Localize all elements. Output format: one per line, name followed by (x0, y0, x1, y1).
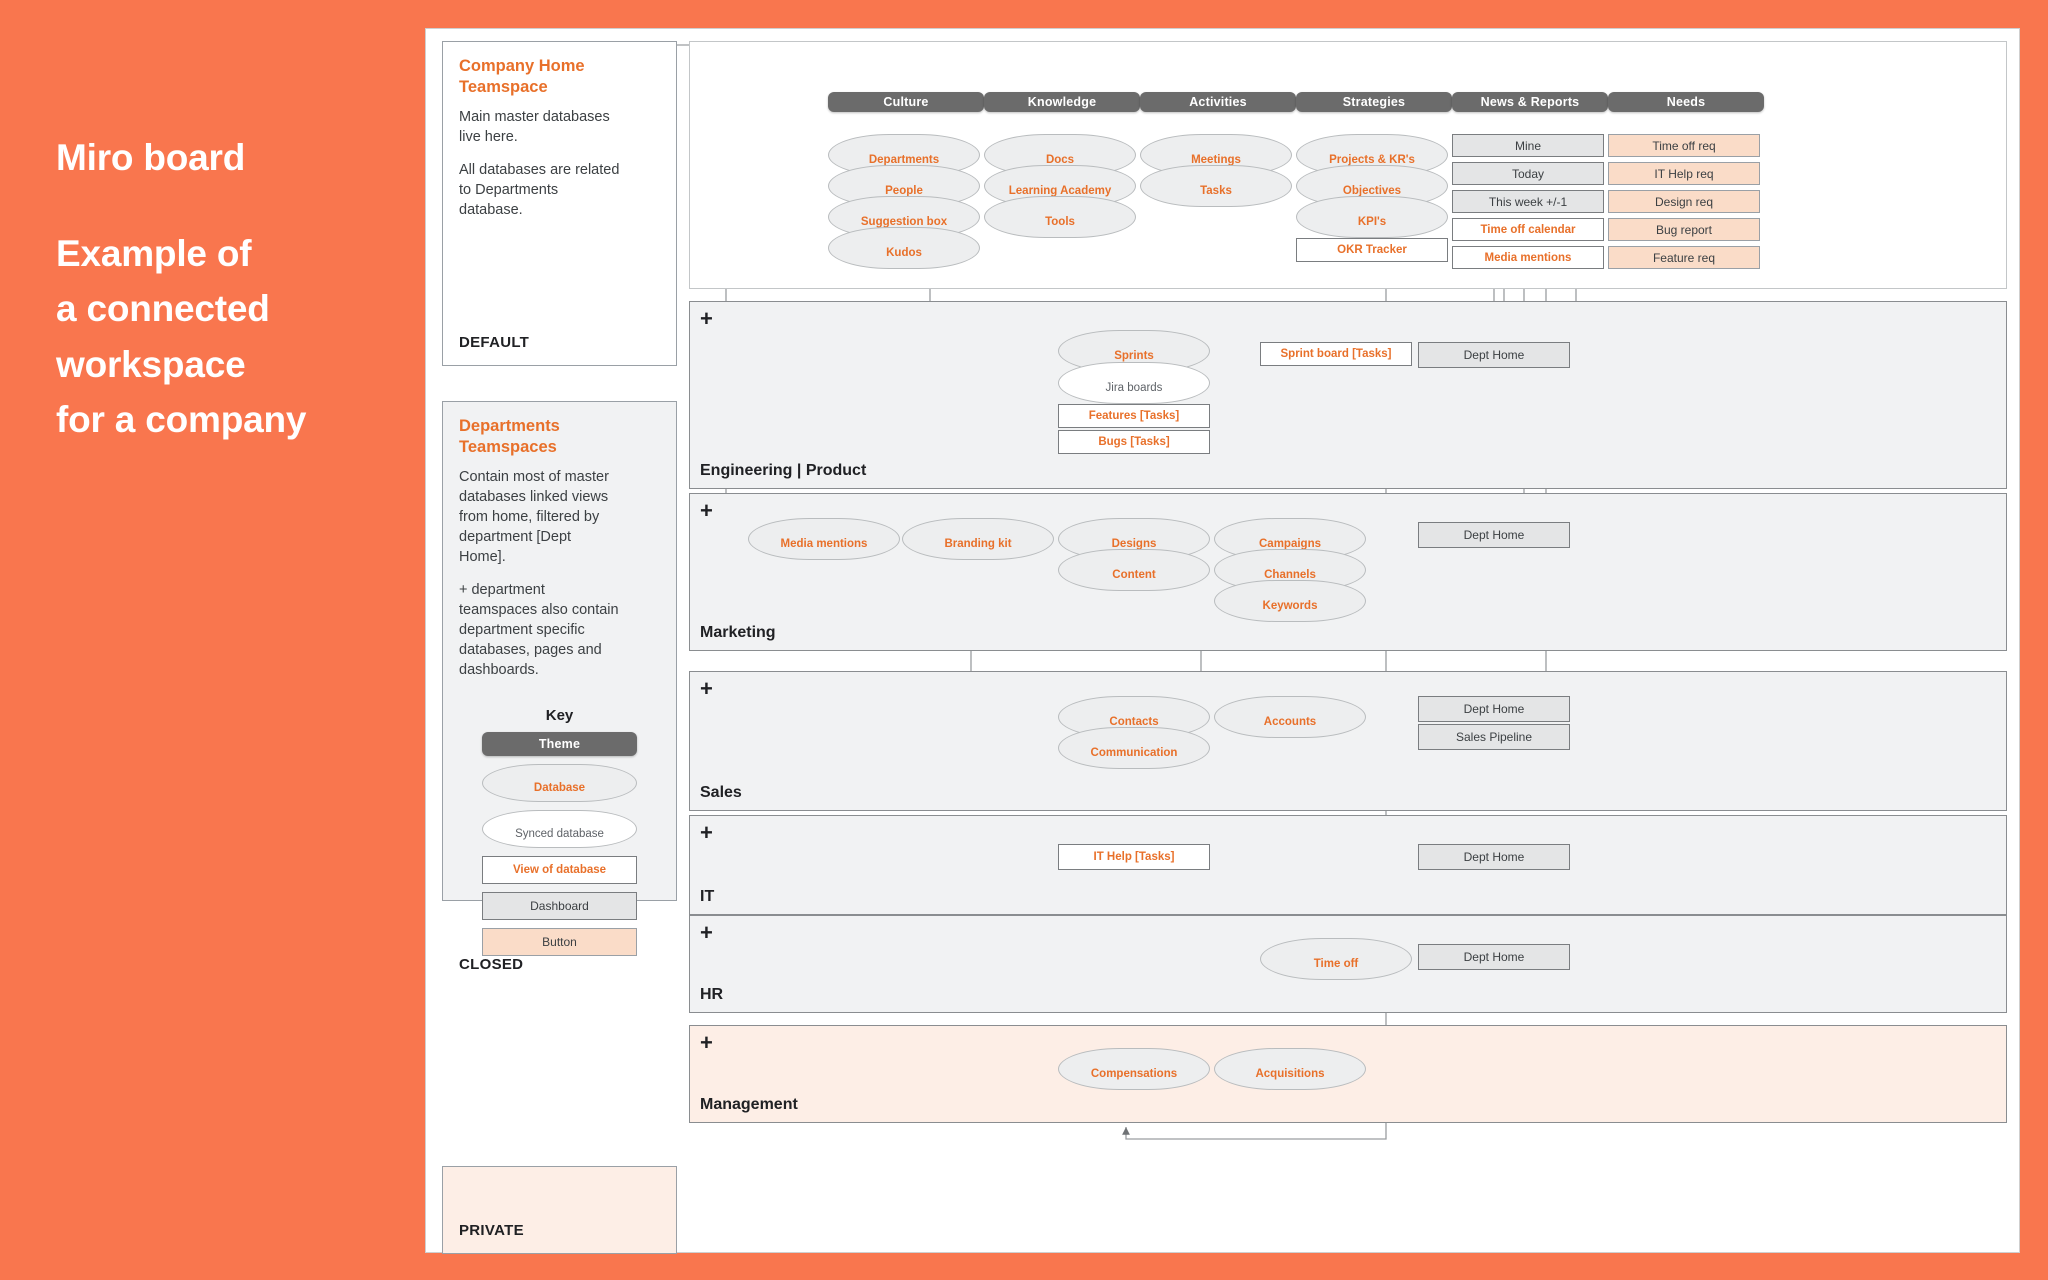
button-bug-report[interactable]: Bug report (1608, 218, 1760, 241)
note-footer-label: CLOSED (459, 956, 524, 974)
note-title: Departments Teamspaces (459, 417, 560, 456)
add-page-button[interactable]: + (700, 676, 713, 701)
theme-strategies[interactable]: Strategies (1296, 92, 1452, 112)
frame-engineering-product[interactable]: + Engineering | Product Sprints Jira boa… (689, 301, 2007, 489)
note-paragraph: Contain most of master databases linked … (459, 469, 609, 566)
view-features-tasks[interactable]: Features [Tasks] (1058, 404, 1210, 428)
frame-hr[interactable]: + HR Time off Dept Home (689, 915, 2007, 1013)
key-heading: Key (545, 707, 574, 725)
headline-line-4: workspace (56, 343, 246, 385)
theme-needs[interactable]: Needs (1608, 92, 1764, 112)
view-bugs-tasks[interactable]: Bugs [Tasks] (1058, 430, 1210, 454)
headline-line-5: for a company (56, 399, 307, 440)
headline-spacer (56, 186, 416, 226)
button-time-off-req[interactable]: Time off req (1608, 134, 1760, 157)
view-time-off-calendar[interactable]: Time off calendar (1452, 218, 1604, 241)
note-footer-label: PRIVATE (459, 1222, 524, 1239)
frame-title: Management (700, 1096, 798, 1113)
note-paragraph: Main master databases live here. (459, 109, 610, 146)
db-kudos[interactable]: Kudos (828, 227, 980, 269)
dashboard-this-week[interactable]: This week +/-1 (1452, 190, 1604, 213)
db-content[interactable]: Content (1058, 549, 1210, 591)
db-media-mentions[interactable]: Media mentions (748, 518, 900, 560)
dashboard-dept-home[interactable]: Dept Home (1418, 844, 1570, 870)
add-page-button[interactable]: + (700, 1030, 713, 1055)
view-it-help-tasks[interactable]: IT Help [Tasks] (1058, 844, 1210, 870)
db-communication[interactable]: Communication (1058, 727, 1210, 769)
headline-line-2: Example of (56, 232, 252, 274)
db-branding-kit[interactable]: Branding kit (902, 518, 1054, 560)
key-item-theme: Theme (482, 732, 637, 757)
frame-title: IT (700, 888, 715, 905)
dashboard-mine[interactable]: Mine (1452, 134, 1604, 157)
theme-activities[interactable]: Activities (1140, 92, 1296, 112)
miro-board-canvas[interactable]: Company Home Teamspace Main master datab… (425, 28, 2020, 1254)
button-it-help-req[interactable]: IT Help req (1608, 162, 1760, 185)
dashboard-dept-home[interactable]: Dept Home (1418, 696, 1570, 722)
dashboard-today[interactable]: Today (1452, 162, 1604, 185)
dashboard-dept-home[interactable]: Dept Home (1418, 944, 1570, 970)
company-home-frame[interactable]: Culture Knowledge Activities Strategies … (689, 41, 2007, 289)
headline-line-3: a connected (56, 288, 270, 329)
db-jira-boards[interactable]: Jira boards (1058, 362, 1210, 404)
view-sprint-board-tasks[interactable]: Sprint board [Tasks] (1260, 342, 1412, 366)
frame-marketing[interactable]: + Marketing Media mentions Branding kit … (689, 493, 2007, 651)
key-item-dashboard: Dashboard (482, 892, 637, 921)
db-time-off[interactable]: Time off (1260, 938, 1412, 980)
frame-it[interactable]: + IT IT Help [Tasks] Dept Home (689, 815, 2007, 915)
db-tools[interactable]: Tools (984, 196, 1136, 238)
note-private[interactable]: PRIVATE (442, 1166, 677, 1254)
add-page-button[interactable]: + (700, 306, 713, 331)
db-keywords[interactable]: Keywords (1214, 580, 1366, 622)
db-accounts[interactable]: Accounts (1214, 696, 1366, 738)
note-company-home-teamspace[interactable]: Company Home Teamspace Main master datab… (442, 41, 677, 366)
key-item-database: Database (482, 764, 637, 803)
db-acquisitions[interactable]: Acquisitions (1214, 1048, 1366, 1090)
view-okr-tracker[interactable]: OKR Tracker (1296, 238, 1448, 262)
theme-news-reports[interactable]: News & Reports (1452, 92, 1608, 112)
key-item-synced-database: Synced database (482, 810, 637, 849)
add-page-button[interactable]: + (700, 498, 713, 523)
dashboard-dept-home[interactable]: Dept Home (1418, 342, 1570, 368)
headline-line-1: Miro board (56, 137, 246, 178)
frame-management[interactable]: + Management Compensations Acquisitions (689, 1025, 2007, 1123)
frame-title: HR (700, 986, 724, 1003)
frame-title: Sales (700, 784, 742, 801)
key-item-button: Button (482, 928, 637, 957)
note-footer-label: DEFAULT (459, 334, 530, 351)
key-legend: Theme Database Synced database View of d… (459, 732, 660, 957)
button-feature-req[interactable]: Feature req (1608, 246, 1760, 269)
dashboard-sales-pipeline[interactable]: Sales Pipeline (1418, 724, 1570, 750)
frame-sales[interactable]: + Sales Contacts Communication Accounts … (689, 671, 2007, 811)
key-item-view-of-database: View of database (482, 856, 637, 885)
dashboard-dept-home[interactable]: Dept Home (1418, 522, 1570, 548)
add-page-button[interactable]: + (700, 820, 713, 845)
note-paragraph: + department teamspaces also contain dep… (459, 582, 619, 679)
button-design-req[interactable]: Design req (1608, 190, 1760, 213)
theme-culture[interactable]: Culture (828, 92, 984, 112)
view-media-mentions[interactable]: Media mentions (1452, 246, 1604, 269)
frame-title: Marketing (700, 624, 776, 641)
headline-block: Miro board Example of a connected worksp… (56, 130, 416, 448)
db-tasks[interactable]: Tasks (1140, 165, 1292, 207)
db-compensations[interactable]: Compensations (1058, 1048, 1210, 1090)
frame-title: Engineering | Product (700, 462, 867, 479)
note-title: Company Home Teamspace (459, 57, 585, 96)
db-kpis[interactable]: KPI's (1296, 196, 1448, 238)
add-page-button[interactable]: + (700, 920, 713, 945)
theme-knowledge[interactable]: Knowledge (984, 92, 1140, 112)
note-departments-teamspaces[interactable]: Departments Teamspaces Contain most of m… (442, 401, 677, 973)
note-paragraph: All databases are related to Departments… (459, 162, 620, 219)
